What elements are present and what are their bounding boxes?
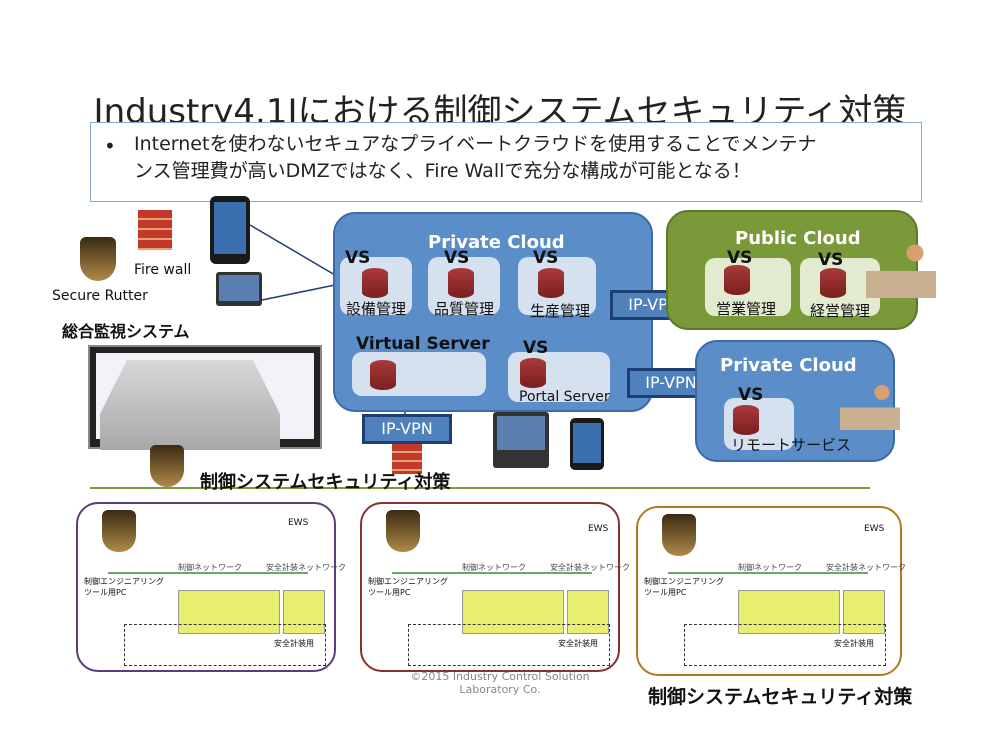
safety-device-label: 安全計装用 — [274, 639, 314, 648]
bullet-dot: • — [104, 134, 116, 158]
secure-router-shield-icon — [80, 237, 116, 281]
field-device-area — [684, 624, 886, 666]
vpn-link-plant: IP-VPN — [362, 414, 452, 444]
controller-cabinet — [738, 590, 840, 634]
safety-cabinet — [843, 590, 885, 634]
vs-name-production: 生産管理 — [530, 302, 591, 320]
vs-name-equipment: 設備管理 — [346, 300, 407, 318]
monitor-system-label: 総合監視システム — [62, 322, 190, 341]
database-icon — [724, 265, 750, 295]
control-network-label: 制御ネットワーク — [462, 563, 526, 572]
controller-cabinet — [462, 590, 564, 634]
eng-pc-label: 制御エンジニアリングツール用PC — [84, 577, 164, 597]
control-network-label: 制御ネットワーク — [178, 563, 242, 572]
plant-shield-icon — [386, 510, 420, 552]
database-icon — [538, 268, 564, 298]
security-heading: 制御システムセキュリティ対策 — [200, 472, 451, 493]
vs-label: VS — [533, 248, 559, 268]
bullet-text: Internetを使わないセキュアなプライベートクラウドを使用することでメンテナ… — [134, 131, 904, 185]
bullet-line-2: ンス管理費が高いDMZではなく、Fire Wallで充分な構成が可能となる！ — [134, 160, 751, 182]
safety-network-label: 安全計装ネットワーク — [826, 563, 906, 572]
office-worker-icon — [866, 238, 936, 298]
safety-device-label: 安全計装用 — [558, 639, 598, 648]
vs-label: VS — [523, 338, 549, 358]
console-shield-icon — [150, 445, 184, 487]
portal-server-label: Portal Server — [519, 389, 610, 405]
safety-device-label: 安全計装用 — [834, 639, 874, 648]
database-icon — [820, 268, 846, 298]
remote-service-label: リモートサービス — [731, 436, 852, 454]
copyright: ©2015 Industry Control Solution Laborato… — [380, 670, 620, 696]
private-cloud-main-title: Private Cloud — [428, 232, 565, 253]
virtual-server-label: Virtual Server — [356, 334, 490, 354]
ews-label: EWS — [588, 524, 609, 534]
vs-label: VS — [727, 248, 753, 268]
vs-name-management: 経営管理 — [810, 302, 871, 320]
copyright-line-2: Laboratory Co. — [459, 683, 541, 696]
vs-label: VS — [738, 385, 764, 405]
laptop-icon — [493, 412, 549, 468]
plant-shield-icon — [662, 514, 696, 556]
vs-label: VS — [345, 248, 371, 268]
safety-cabinet — [567, 590, 609, 634]
controller-cabinet — [178, 590, 280, 634]
plant-site-1: EWS 制御ネットワーク 安全計装ネットワーク 制御エンジニアリングツール用PC… — [76, 502, 346, 672]
plant-site-2: EWS 制御ネットワーク 安全計装ネットワーク 制御エンジニアリングツール用PC… — [360, 502, 630, 672]
vs-label: VS — [444, 248, 470, 268]
database-icon — [520, 358, 546, 388]
remote-operator-icon — [840, 380, 900, 430]
tablet-icon — [570, 418, 604, 470]
database-icon — [448, 268, 474, 298]
ews-label: EWS — [288, 518, 309, 528]
control-network-label: 制御ネットワーク — [738, 563, 802, 572]
plant-network-bus — [108, 572, 308, 574]
firewall-label: Fire wall — [134, 262, 192, 278]
ews-label: EWS — [864, 524, 885, 534]
field-device-area — [408, 624, 610, 666]
laptop-icon — [216, 272, 262, 306]
control-console-image — [100, 360, 280, 450]
firewall-icon — [392, 444, 422, 474]
database-icon — [370, 360, 396, 390]
eng-pc-label: 制御エンジニアリングツール用PC — [644, 577, 724, 597]
private-cloud-remote-title: Private Cloud — [720, 355, 857, 376]
database-icon — [362, 268, 388, 298]
eng-pc-label: 制御エンジニアリングツール用PC — [368, 577, 448, 597]
database-icon — [733, 405, 759, 435]
copyright-line-1: ©2015 Industry Control Solution — [410, 670, 590, 683]
plant-network-bus — [668, 572, 868, 574]
bullet-box — [90, 122, 922, 202]
firewall-icon — [138, 210, 172, 250]
plant-site-3: EWS 制御ネットワーク 安全計装ネットワーク 制御エンジニアリングツール用PC… — [636, 506, 906, 676]
secure-router-label: Secure Rutter — [52, 288, 148, 304]
bottom-security-heading: 制御システムセキュリティ対策 — [648, 686, 913, 708]
plant-network-bus — [392, 572, 592, 574]
vs-name-quality: 品質管理 — [434, 300, 495, 318]
safety-network-label: 安全計装ネットワーク — [266, 563, 346, 572]
bullet-line-1: Internetを使わないセキュアなプライベートクラウドを使用することでメンテナ — [134, 133, 817, 155]
field-device-area — [124, 624, 326, 666]
plant-shield-icon — [102, 510, 136, 552]
safety-network-label: 安全計装ネットワーク — [550, 563, 630, 572]
tablet-icon — [210, 196, 250, 264]
public-cloud-title: Public Cloud — [735, 228, 861, 249]
vs-name-sales: 営業管理 — [716, 300, 777, 318]
safety-cabinet — [283, 590, 325, 634]
vs-label: VS — [818, 250, 844, 270]
